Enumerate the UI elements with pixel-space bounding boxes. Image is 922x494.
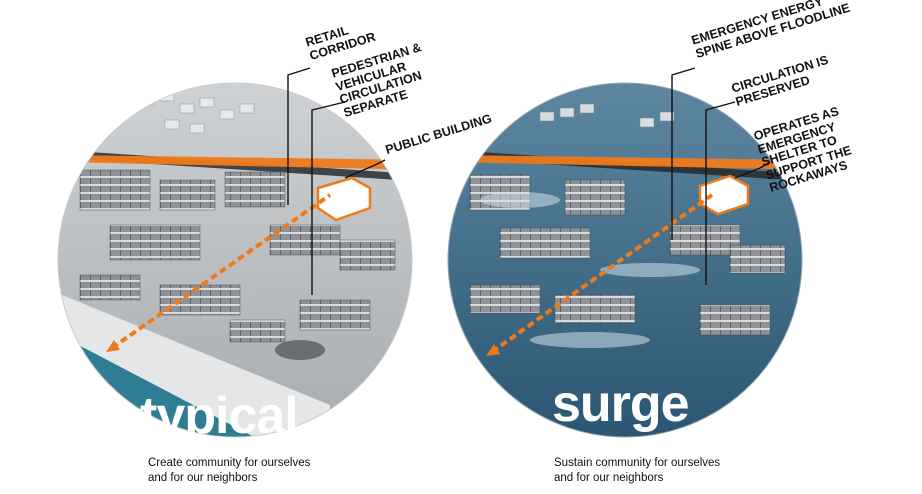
caption-surge: Sustain community for ourselves and for … (554, 457, 721, 484)
title-surge: surge (552, 375, 690, 433)
typical-scene (58, 83, 412, 437)
caption-typical: Create community for ourselves and for o… (148, 457, 311, 484)
title-typical: typical (140, 387, 299, 445)
surge-scene (448, 83, 802, 437)
right-leader-lines (671, 67, 771, 285)
left-leader-lines (287, 67, 386, 295)
